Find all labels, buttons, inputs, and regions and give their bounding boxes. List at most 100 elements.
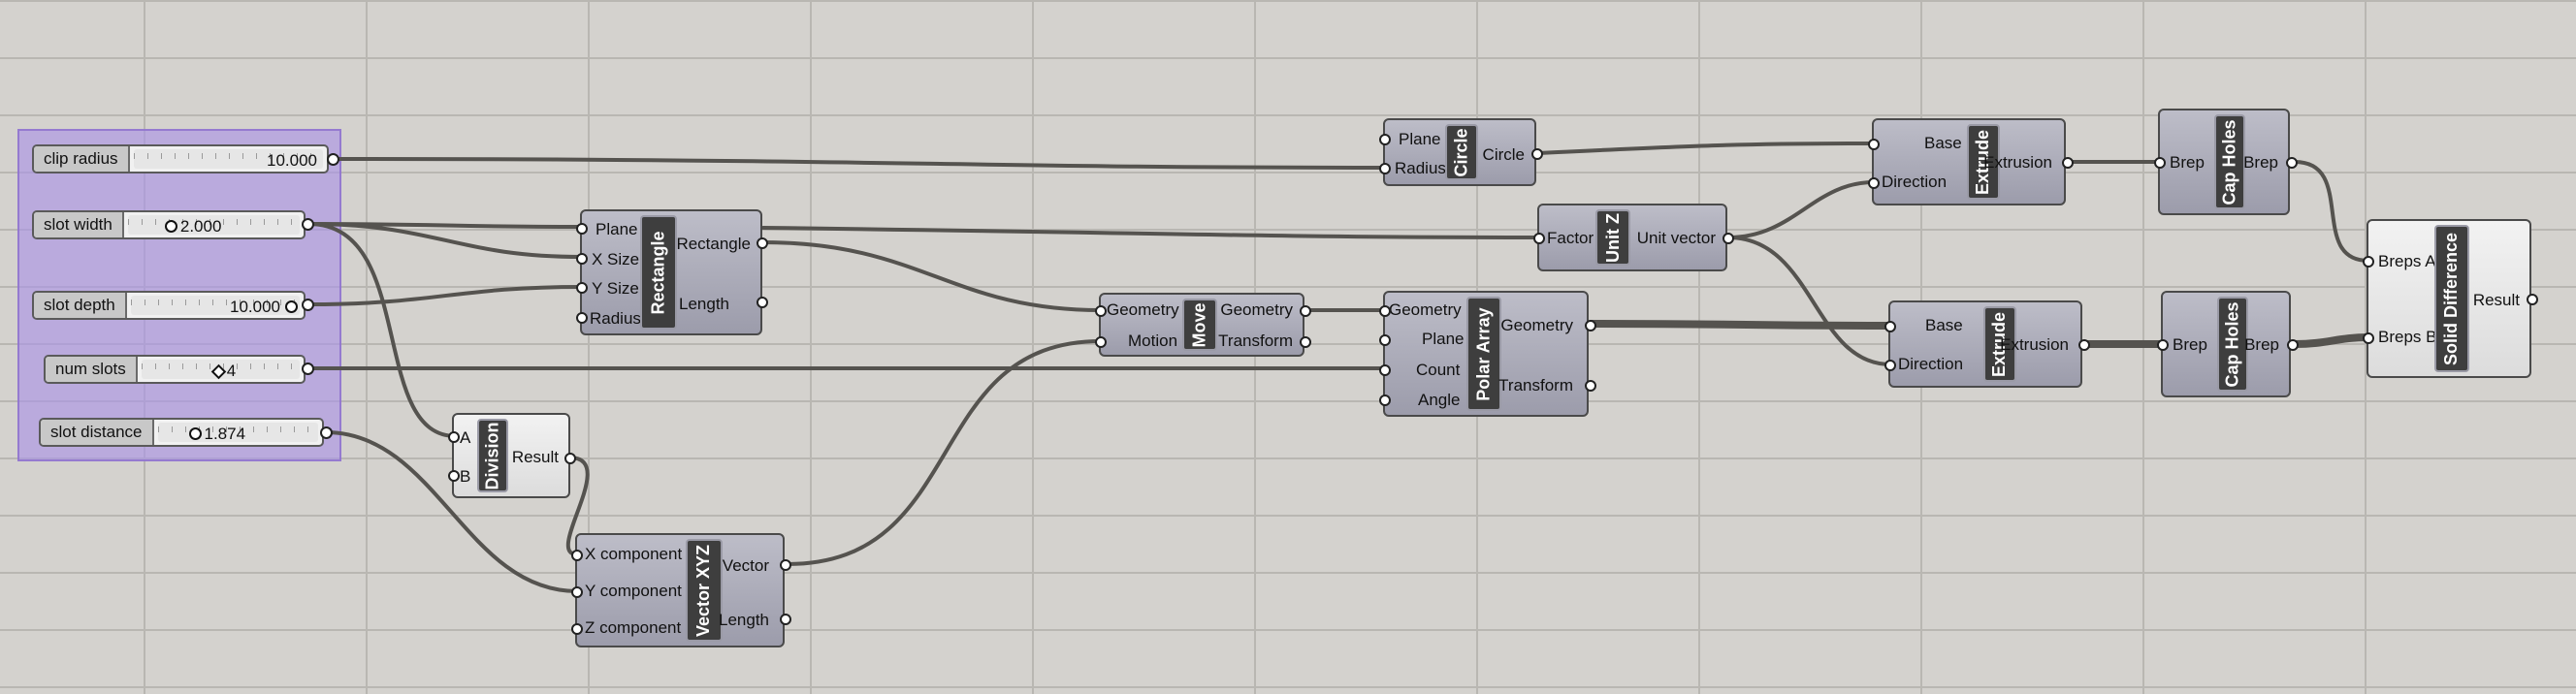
input-geometry[interactable]: Geometry	[1107, 300, 1179, 319]
output-grip[interactable]	[1585, 320, 1596, 331]
input-grip[interactable]	[1884, 321, 1896, 332]
output-grip[interactable]	[2062, 157, 2074, 169]
slider-knob[interactable]	[285, 300, 298, 313]
output-grip[interactable]	[1300, 336, 1311, 348]
output-result[interactable]: Result	[2472, 291, 2520, 309]
component-vector-xyz[interactable]: X component Y component Z component Vect…	[575, 533, 785, 647]
input-grip[interactable]	[576, 282, 588, 294]
input-grip[interactable]	[448, 431, 460, 443]
output-grip[interactable]	[320, 426, 333, 439]
input-z-component[interactable]: Z component	[585, 618, 682, 637]
input-grip[interactable]	[1379, 364, 1391, 376]
input-y-size[interactable]: Y Size	[592, 279, 639, 298]
output-grip[interactable]	[1723, 233, 1734, 244]
component-move[interactable]: Geometry Motion Move Geometry Transform	[1099, 293, 1304, 357]
input-grip[interactable]	[1379, 334, 1391, 346]
output-grip[interactable]	[1585, 380, 1596, 392]
input-grip[interactable]	[1379, 163, 1391, 174]
component-division[interactable]: A B Division Result	[452, 413, 570, 498]
input-base[interactable]: Base	[1925, 316, 1963, 334]
output-grip[interactable]	[564, 453, 576, 464]
input-angle[interactable]: Angle	[1418, 391, 1461, 409]
component-solid-difference[interactable]: Breps A Breps B Solid Difference Result	[2367, 219, 2531, 378]
output-geometry[interactable]: Geometry	[1500, 316, 1573, 334]
output-extrusion[interactable]: Extrusion	[2000, 335, 2069, 354]
input-factor[interactable]: Factor	[1547, 229, 1594, 247]
input-grip[interactable]	[1379, 134, 1391, 145]
component-cap-holes-bottom[interactable]: Brep Cap Holes Brep	[2161, 291, 2291, 397]
input-direction[interactable]: Direction	[1898, 355, 1964, 373]
component-extrude-bottom[interactable]: Base Direction Extrude Extrusion	[1888, 300, 2082, 388]
output-grip[interactable]	[327, 153, 339, 166]
input-grip[interactable]	[1533, 233, 1545, 244]
input-plane[interactable]: Plane	[1399, 130, 1441, 148]
input-grip[interactable]	[571, 623, 583, 635]
output-rectangle[interactable]: Rectangle	[676, 235, 751, 253]
input-grip[interactable]	[1379, 394, 1391, 406]
component-unit-z[interactable]: Factor Unit Z Unit vector	[1537, 204, 1727, 271]
input-grip[interactable]	[2363, 332, 2374, 344]
slider-slot-distance[interactable]: slot distance 1.874	[39, 418, 324, 447]
input-b[interactable]: B	[460, 467, 471, 486]
output-grip[interactable]	[1531, 148, 1543, 160]
output-unit-vector[interactable]: Unit vector	[1636, 229, 1716, 247]
output-grip[interactable]	[2527, 294, 2538, 305]
input-grip[interactable]	[1884, 360, 1896, 371]
input-grip[interactable]	[1095, 305, 1107, 317]
component-extrude-top[interactable]: Base Direction Extrude Extrusion	[1872, 118, 2066, 205]
input-y-component[interactable]: Y component	[585, 582, 682, 600]
input-x-size[interactable]: X Size	[592, 250, 640, 268]
output-length[interactable]: Length	[719, 611, 769, 629]
slider-knob[interactable]	[188, 427, 202, 440]
slider-track[interactable]: 10.000	[133, 149, 323, 170]
input-grip[interactable]	[576, 312, 588, 324]
output-grip[interactable]	[757, 297, 768, 308]
output-vector[interactable]: Vector	[722, 556, 769, 575]
input-grip[interactable]	[1379, 305, 1391, 317]
component-polar-array[interactable]: Geometry Plane Count Angle Polar Array G…	[1383, 291, 1589, 417]
output-extrusion[interactable]: Extrusion	[1983, 153, 2052, 172]
input-grip[interactable]	[576, 223, 588, 235]
output-circle[interactable]: Circle	[1482, 145, 1525, 164]
input-brep[interactable]: Brep	[2170, 153, 2205, 172]
input-grip[interactable]	[1868, 139, 1880, 150]
output-grip[interactable]	[780, 614, 791, 625]
output-transform[interactable]: Transform	[1218, 331, 1293, 350]
input-motion[interactable]: Motion	[1128, 331, 1178, 350]
output-grip[interactable]	[757, 237, 768, 249]
input-plane[interactable]: Plane	[596, 220, 638, 238]
input-grip[interactable]	[576, 253, 588, 265]
input-grip[interactable]	[1868, 177, 1880, 189]
input-breps-b[interactable]: Breps B	[2378, 328, 2437, 346]
component-cap-holes-top[interactable]: Brep Cap Holes Brep	[2158, 109, 2290, 215]
output-grip[interactable]	[780, 559, 791, 571]
output-grip[interactable]	[1300, 305, 1311, 317]
input-plane[interactable]: Plane	[1422, 330, 1465, 348]
slider-knob[interactable]	[164, 220, 177, 233]
slider-knob[interactable]	[210, 363, 227, 380]
input-breps-a[interactable]: Breps A	[2378, 252, 2436, 270]
slider-clip-radius[interactable]: clip radius 10.000	[32, 144, 329, 174]
input-radius[interactable]: Radius	[590, 309, 641, 328]
input-base[interactable]: Base	[1924, 134, 1962, 152]
input-count[interactable]: Count	[1416, 361, 1461, 379]
input-direction[interactable]: Direction	[1882, 173, 1948, 191]
output-grip[interactable]	[2286, 157, 2298, 169]
input-grip[interactable]	[571, 550, 583, 561]
output-transform[interactable]: Transform	[1498, 376, 1573, 394]
output-grip[interactable]	[2078, 339, 2090, 351]
slider-track[interactable]: 10.000	[130, 296, 300, 316]
input-grip[interactable]	[2154, 157, 2166, 169]
output-brep[interactable]: Brep	[2244, 335, 2279, 354]
input-brep[interactable]: Brep	[2173, 335, 2207, 354]
slider-track[interactable]: 2.000	[127, 215, 300, 236]
input-a[interactable]: A	[460, 428, 471, 447]
output-grip[interactable]	[302, 299, 314, 311]
slider-slot-depth[interactable]: slot depth 10.000	[32, 291, 306, 320]
input-grip[interactable]	[2157, 339, 2169, 351]
component-circle[interactable]: Plane Radius Circle Circle	[1383, 118, 1536, 186]
output-result[interactable]: Result	[511, 448, 559, 466]
slider-track[interactable]: 1.874	[157, 423, 318, 443]
input-grip[interactable]	[1095, 336, 1107, 348]
